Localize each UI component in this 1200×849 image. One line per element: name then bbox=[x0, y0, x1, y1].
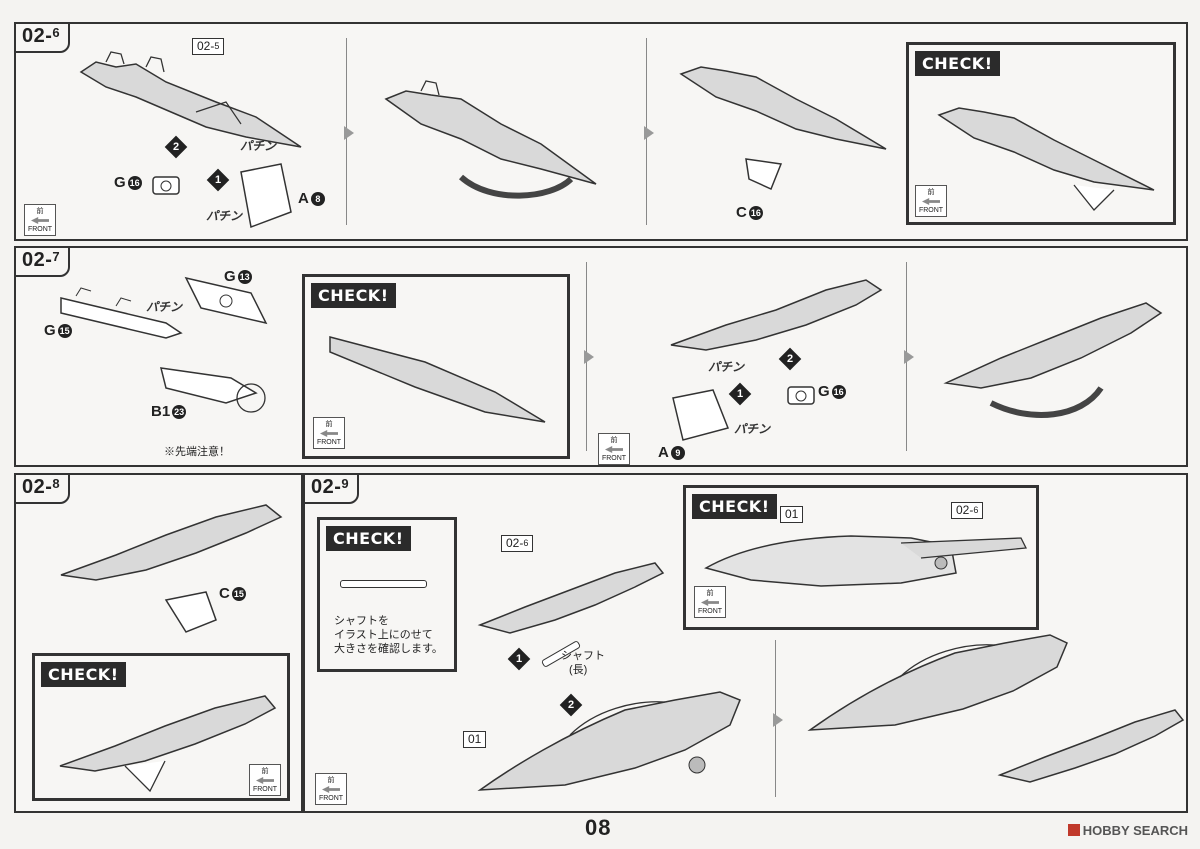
step-marker-1: 1 bbox=[507, 647, 531, 671]
ref-02-5: 02-5 bbox=[192, 38, 225, 55]
final-fuselage-illustration bbox=[807, 634, 1068, 731]
ref-02-6: 02-6 bbox=[501, 535, 534, 552]
check-wing-illustration bbox=[937, 107, 1155, 211]
check-label: CHECK! bbox=[41, 662, 126, 687]
wing-left-illustration bbox=[60, 504, 283, 581]
flow-arrow bbox=[904, 350, 914, 364]
check-label: CHECK! bbox=[915, 51, 1000, 76]
flow-arrow bbox=[644, 126, 654, 140]
wing-assembly-illustration bbox=[477, 562, 665, 634]
part-c-illustration bbox=[164, 591, 217, 633]
snap-sound: パチン bbox=[146, 300, 183, 314]
check-fuselage-illustration bbox=[704, 535, 1028, 587]
step-02-9-panel: 02-9 CHECK! シャフトを イラスト上にのせて 大きさを確認します。 0… bbox=[303, 473, 1188, 813]
step-number: 02-8 bbox=[14, 473, 71, 504]
step-marker-1: 1 bbox=[206, 168, 230, 192]
page-number: 08 bbox=[585, 815, 612, 840]
check-label: CHECK! bbox=[326, 526, 411, 551]
shaft-note-line-2: イラスト上にのせて bbox=[334, 629, 433, 641]
wing-part-illustration bbox=[79, 51, 302, 148]
step-number: 02-9 bbox=[303, 473, 360, 504]
part-c-illustration bbox=[745, 158, 783, 191]
snap-sound: パチン bbox=[734, 422, 771, 436]
fuselage-illustration bbox=[477, 691, 741, 791]
check-label: CHECK! bbox=[692, 494, 777, 519]
ref-01: 01 bbox=[463, 731, 487, 748]
clip-part-illustration bbox=[787, 386, 815, 405]
rail-part-illustration bbox=[60, 287, 183, 339]
snap-sound: パチン bbox=[708, 360, 745, 374]
shaft-check-box: CHECK! シャフトを イラスト上にのせて 大きさを確認します。 bbox=[317, 517, 457, 672]
final-wing-illustration bbox=[997, 709, 1185, 783]
clip-part-illustration bbox=[152, 176, 180, 195]
check-label: CHECK! bbox=[311, 283, 396, 308]
flow-arrow bbox=[584, 350, 594, 364]
assembled-left-wing-illustration bbox=[943, 302, 1163, 418]
snap-sound: パチン bbox=[240, 139, 277, 153]
step-number: 02-6 bbox=[14, 22, 71, 53]
watermark: HOBBY SEARCH bbox=[1067, 823, 1188, 838]
shaft-gauge bbox=[340, 580, 427, 588]
flap-part-illustration bbox=[672, 389, 730, 441]
shaft-label: シャフト bbox=[561, 650, 605, 662]
blade-part-illustration bbox=[160, 367, 266, 413]
wing-left-illustration bbox=[670, 279, 883, 351]
check-rail-illustration bbox=[329, 336, 546, 423]
frame-part-illustration bbox=[184, 276, 268, 325]
shaft-note-line-1: シャフトを bbox=[334, 615, 389, 627]
shaft-note-line-3: 大きさを確認します。 bbox=[334, 643, 443, 655]
assembled-wing-illustration bbox=[384, 80, 597, 199]
ref-01: 01 bbox=[780, 506, 804, 523]
ref-02-6: 02-6 bbox=[951, 502, 984, 519]
wing-with-part-c-illustration bbox=[679, 66, 887, 150]
caution-note: ※先端注意！ bbox=[164, 446, 230, 458]
flow-arrow bbox=[773, 713, 783, 727]
shaft-sub-label: (長) bbox=[569, 664, 588, 676]
brand-logo-icon bbox=[1067, 824, 1080, 836]
check-wing-illustration bbox=[59, 695, 277, 793]
flap-part-illustration bbox=[240, 163, 292, 229]
flow-arrow bbox=[344, 126, 354, 140]
step-number: 02-7 bbox=[14, 246, 71, 277]
snap-sound: パチン bbox=[206, 209, 243, 223]
